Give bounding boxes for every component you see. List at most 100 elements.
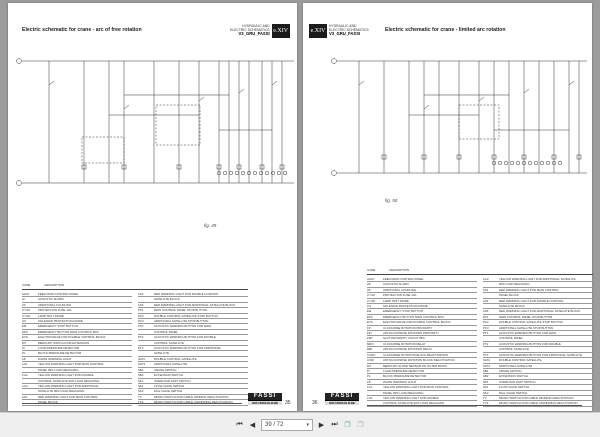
description-cell: YELLOW WARNING LIGHT FOR MAIN CONTROL (383, 385, 449, 390)
description-cell: DIAL VALVE SWITCH (154, 389, 183, 394)
page-title: Electric schematic for crane - limited a… (385, 27, 506, 33)
description-cell: ANTICLOCKWISE ROTATION BLOCK REACTIVATIO… (383, 358, 455, 363)
lamp-symbol (258, 170, 264, 176)
two-page-view-icon[interactable]: ❐ (357, 422, 364, 429)
description-cell: CONTROL PANEL (154, 329, 179, 334)
code-cell: PT3 (138, 346, 144, 351)
logo-line: ELECTRIC SCHEMATICS (230, 27, 270, 32)
lamp-symbol (515, 160, 521, 166)
description-cell: SLOT PROXIMITY COUNT 35% (383, 336, 425, 341)
description-cell: SOLENOID PROTECTION DIODE (383, 304, 428, 309)
code-cell (138, 297, 154, 301)
description-cell: EMERGENCY STOP BUTTON (383, 309, 423, 314)
code-cell: SF4 (138, 378, 144, 383)
table-row: 90% LOAD REACHING (483, 282, 593, 288)
code-cell: CF (367, 287, 371, 292)
table-row: PANEL 90% LOAD REACHING (22, 368, 132, 374)
description-cell: SATELLITE 90% LOAD REACHING (38, 389, 85, 394)
table-row: CONTROL PANEL (138, 329, 248, 336)
code-cell (483, 347, 499, 351)
lamp-symbol (497, 160, 503, 166)
code-cell (138, 330, 154, 334)
description-cell: ACOUSTIC WARNING BUTTON FOR ADDITIONAL S… (499, 352, 582, 357)
code-cell: SAT2 (138, 356, 146, 361)
description-cell: PROTECTION FUSE 10A (383, 293, 417, 298)
footer-rule (22, 403, 242, 404)
description-cell: DOUBLE CONTROL SATELLITE (499, 358, 542, 363)
description-cell: MICRO SWITCH FOR CABLE UNWINDING REACTIV… (154, 400, 248, 404)
lamp-symbol (216, 170, 222, 176)
lamp-symbol (539, 160, 545, 166)
code-cell: PC2 (483, 320, 489, 325)
description-cell: CLOCKWISE ROTATION PROXIMITY (383, 325, 433, 330)
code-cell: MT (367, 363, 372, 368)
code-cell: CY/02 (367, 298, 376, 303)
first-page-icon[interactable]: ⏮ (236, 421, 243, 428)
code-cell: EVS (367, 320, 373, 325)
description-cell: CLOCKWISE ROTATION RELAY (383, 341, 426, 346)
description-cell: DOUBLE CONTROL SATELLITE STOP BUTTON (499, 320, 563, 325)
logo-line: HYDRAULIC AND (242, 23, 270, 28)
description-cell: MAIN CONTROL PANEL STOP BUTTON (154, 308, 208, 313)
code-cell: SB2 (138, 373, 144, 378)
terminal-icon (16, 58, 22, 64)
code-cell: SAT3 (483, 363, 491, 368)
description-cell: MICRO SWITCH FOR CABLE WINDING REACTIVAT… (154, 394, 229, 399)
code-cell (367, 391, 383, 395)
code-cell (483, 293, 499, 297)
code-cell: EVS (22, 335, 28, 340)
description-cell: MERCURY SLOPE SENSOR ON OUTER BOOM (383, 363, 447, 368)
code-cell: LR2 (483, 298, 489, 303)
code-cell: MRO (367, 341, 374, 346)
logo-line: HYDRAULIC AND (329, 23, 357, 28)
lamp-symbol (246, 170, 252, 176)
last-page-icon[interactable]: ⏭ (331, 421, 338, 428)
description-cell: FLOW VALVE SWITCH (154, 383, 185, 388)
code-cell: CVRO (367, 352, 376, 357)
code-cell (22, 389, 38, 393)
code-cell: PT2 (138, 335, 144, 340)
description-cell: EXTENSION SWITCH (154, 373, 183, 378)
code-cell: PC3 (138, 319, 144, 324)
code-cell: SAT2 (483, 358, 491, 363)
code-cell: PC1 (483, 314, 489, 319)
next-page-icon[interactable]: ▶ (318, 422, 325, 429)
description-cell: FEED MAIN CONTROL PANEL (383, 277, 424, 281)
description-cell: ADDITIONAL SATELLITE STOP BUTTON (499, 325, 554, 330)
code-cell: TV2 (483, 401, 489, 406)
description-cell: ADDITIONAL COUPLING (38, 302, 72, 307)
component-symbol (576, 154, 582, 160)
table-row: SATELLITE BLOCK (483, 304, 593, 310)
code-cell: SB1 (483, 368, 489, 373)
single-page-view-icon[interactable]: ❐ (344, 422, 351, 429)
description-cell: MERCURY SWITCH FOR EXTENSION (38, 340, 90, 345)
lamp-symbol (509, 160, 515, 166)
page-number-input[interactable]: 39 / 72▾ (261, 419, 313, 431)
description-cell: PANEL 90% LOAD REACHING (383, 390, 424, 395)
code-cell: EM (367, 309, 372, 314)
code-cell (22, 368, 38, 372)
description-cell: ACOUSTIC WARNING BUTTON FOR MAIN (154, 324, 212, 329)
description-cell: FLOW VALVE SWITCH (499, 385, 530, 390)
description-cell: ACOUSTIC ALARM (383, 282, 409, 287)
code-cell: LR2 (138, 292, 144, 296)
code-cell: LG2 (367, 395, 373, 400)
description-cell: CONTROL SATELLITE (499, 347, 529, 352)
prev-page-icon[interactable]: ◀ (249, 422, 256, 429)
chevron-down-icon[interactable]: ▾ (306, 422, 309, 428)
